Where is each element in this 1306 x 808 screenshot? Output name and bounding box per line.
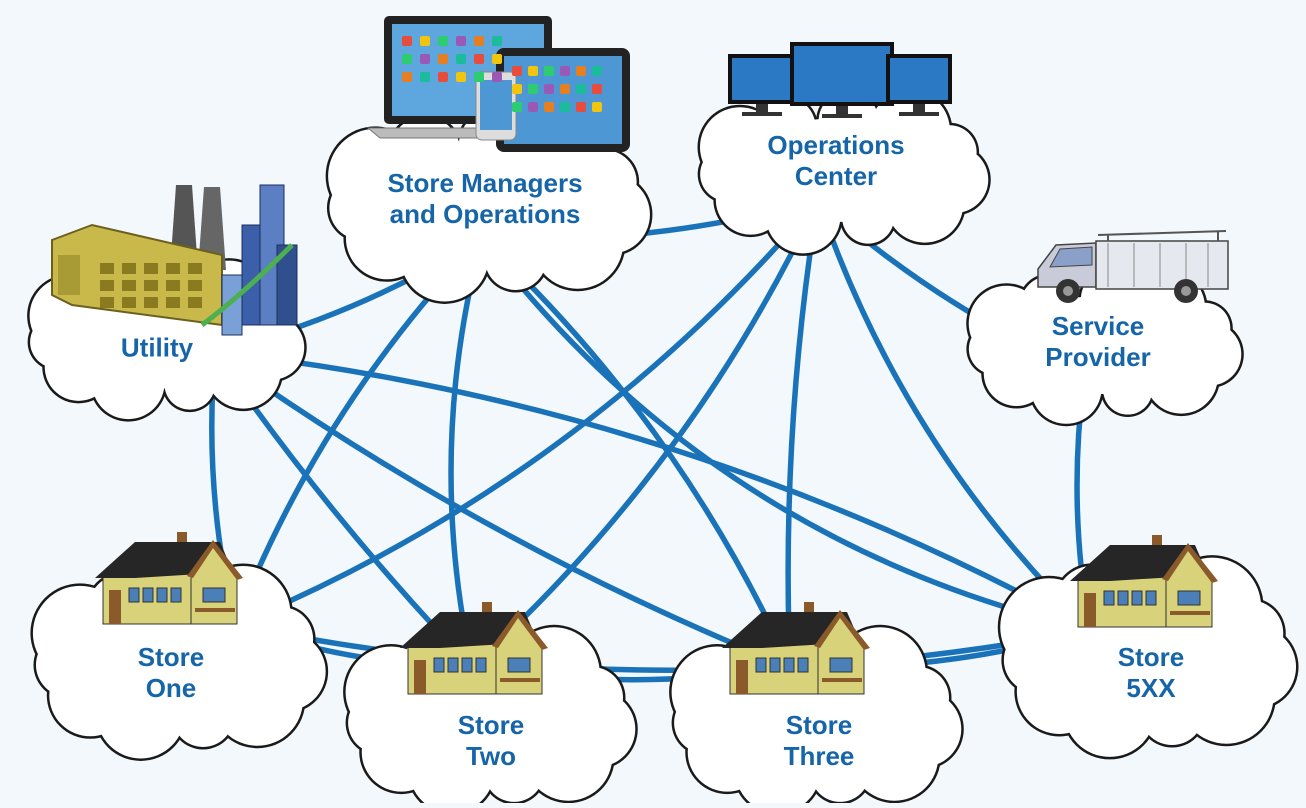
store-two-label-line-1: Store [457, 710, 525, 740]
service-provider-label: Service Provider [1045, 311, 1151, 373]
store-three-label: Store Three [784, 710, 855, 772]
store-managers-label-line-1: Store Managers [387, 168, 583, 198]
link-store-one-to-store-5xx [232, 622, 1093, 673]
link-utility-to-store-three [212, 349, 793, 670]
link-operations-center-to-store-three [785, 197, 821, 670]
house-icon [1070, 535, 1218, 628]
service-provider-label-line-1: Service [1051, 311, 1145, 341]
house-icon [722, 602, 870, 695]
operations-center-label: Operations Center [767, 130, 904, 192]
connection-links [209, 197, 1093, 683]
link-store-managers-to-store-three [479, 235, 793, 670]
store-managers-label-line-2: and Operations [389, 199, 581, 229]
house-icon [95, 532, 243, 625]
devices-icon [366, 16, 630, 152]
store-three-label-line-2: Three [783, 741, 855, 771]
store-two-label: Store Two [458, 710, 524, 772]
store-one-label-line-2: One [145, 673, 197, 703]
factory-icon [51, 184, 298, 336]
store-managers-cloud [325, 106, 653, 304]
service-truck-icon [1037, 230, 1229, 303]
operations-center-label-line-1: Operations [767, 130, 905, 160]
utility-label: Utility [121, 333, 193, 364]
store-one-label-line-1: Store [137, 642, 205, 672]
link-store-managers-to-store-5xx [479, 235, 1093, 633]
store-one-label: Store One [138, 642, 204, 704]
store-three-label-line-1: Store [785, 710, 853, 740]
utility-label-line-1: Utility [120, 332, 194, 363]
service-provider-cloud [966, 267, 1244, 427]
link-utility-to-store-5xx [212, 349, 1093, 633]
service-provider-label-line-2: Provider [1045, 342, 1151, 372]
link-operations-center-to-store-one [232, 197, 821, 628]
link-operations-center-to-store-two [469, 197, 821, 670]
store-5xx-label-line-1: Store [1117, 642, 1185, 672]
house-icon [400, 602, 548, 695]
store-5xx-label: Store 5XX [1118, 642, 1184, 704]
store-5xx-label-line-2: 5XX [1126, 673, 1176, 703]
operations-center-cloud [697, 87, 991, 256]
store-managers-label: Store Managers and Operations [387, 168, 582, 230]
operations-center-label-line-2: Center [794, 161, 878, 191]
store-two-label-line-2: Two [465, 741, 517, 771]
monitors-icon [728, 42, 952, 118]
node-icons [51, 16, 1229, 695]
